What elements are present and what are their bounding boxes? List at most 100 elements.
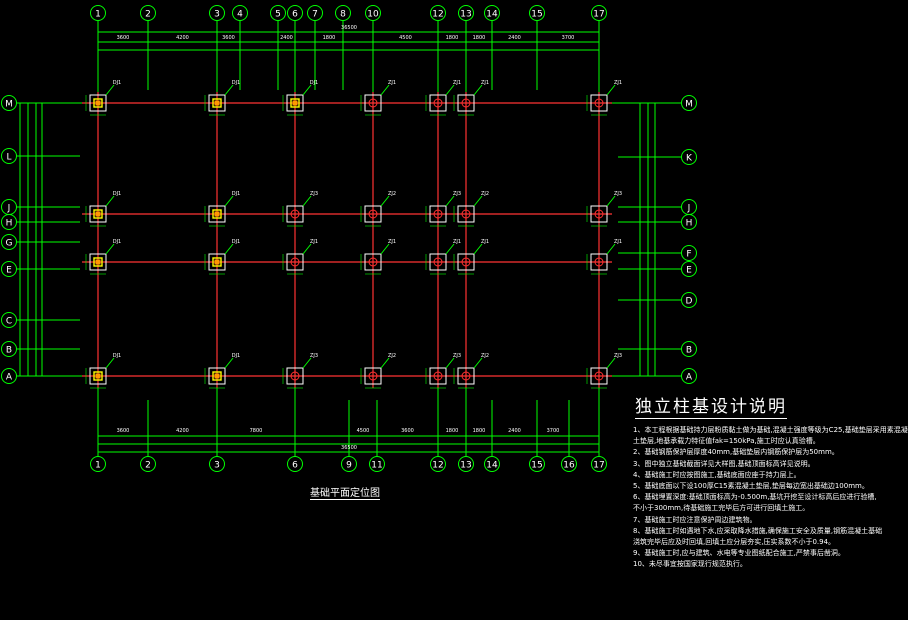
footing: [360, 357, 390, 389]
column-marker: [594, 209, 604, 219]
footing-tag: DJ1: [113, 80, 122, 86]
footing-outline: [429, 253, 447, 271]
dim-text-bottom: 1800: [473, 428, 486, 434]
axis-label-right: K: [686, 154, 693, 164]
dim-text-bottom: 4500: [357, 428, 370, 434]
axis-bubble-right: [681, 95, 697, 111]
column-marker: [368, 257, 378, 267]
footing-outline: [364, 367, 382, 385]
column-core: [95, 100, 101, 106]
dim-text-top: 1800: [323, 35, 336, 41]
axis-bubble-bottom: [484, 456, 500, 472]
footing-tag: DJ1: [232, 239, 241, 245]
footing: [586, 195, 616, 227]
dim-text-top: 2400: [280, 35, 293, 41]
column-marker: [290, 257, 300, 267]
dim-text-bottom: 7800: [250, 428, 263, 434]
leader-line: [302, 243, 312, 255]
column-marker: [461, 209, 471, 219]
footing-tag: ZJ2: [388, 353, 396, 359]
footing-outline: [364, 253, 382, 271]
footing-outline: [208, 94, 226, 112]
axis-bubble-bottom: [341, 456, 357, 472]
axis-label-left: B: [6, 346, 12, 356]
axis-label-top: 6: [292, 10, 298, 20]
column-core: [214, 373, 220, 379]
footing-tag: ZJ3: [310, 353, 318, 359]
column-outline: [212, 257, 222, 267]
column-outline: [93, 209, 103, 219]
axis-label-right: D: [686, 297, 693, 307]
column-marker: [461, 98, 471, 108]
dim-text-top: 3700: [562, 35, 575, 41]
column-marker: [368, 371, 378, 381]
footing-outline: [286, 253, 304, 271]
footing-outline: [429, 367, 447, 385]
footing: [282, 84, 312, 116]
column-outline: [93, 257, 103, 267]
axis-bubble-right: [681, 214, 697, 230]
footing-tag: DJ1: [310, 80, 319, 86]
axis-bubble-left: [1, 95, 17, 111]
footing: [453, 195, 483, 227]
footing: [204, 243, 234, 275]
leader-line: [473, 84, 483, 96]
footing: [360, 84, 390, 116]
note-line: 4、基础施工时应按图施工,基础底面应座于持力层上。: [633, 470, 801, 479]
column-marker: [368, 209, 378, 219]
leader-line: [380, 243, 390, 255]
footing: [425, 84, 455, 116]
footing-outline: [89, 367, 107, 385]
axis-bubble-bottom: [458, 456, 474, 472]
footing: [204, 357, 234, 389]
column-marker: [290, 209, 300, 219]
axis-bubble-bottom: [529, 456, 545, 472]
dim-text-top: 1800: [473, 35, 486, 41]
footing-outline: [590, 205, 608, 223]
axis-bubble-left: [1, 214, 17, 230]
leader-line: [380, 357, 390, 369]
footing-tag: DJ1: [232, 80, 241, 86]
axis-bubble-top: [484, 5, 500, 21]
leader-line: [224, 243, 234, 255]
footing-tag: ZJ3: [614, 191, 622, 197]
axis-bubble-bottom: [140, 456, 156, 472]
footing-outline: [590, 253, 608, 271]
leader-line: [105, 195, 115, 207]
axis-label-right: A: [686, 373, 693, 383]
axis-label-top: 14: [486, 10, 498, 20]
footing-tag: ZJ1: [453, 239, 461, 245]
axis-label-bottom: 6: [292, 461, 298, 471]
footing-outline: [208, 205, 226, 223]
leader-line: [606, 84, 616, 96]
footing: [85, 357, 115, 389]
axis-label-bottom: 17: [593, 461, 604, 471]
footing-tag: DJ1: [232, 353, 241, 359]
design-notes: 独立柱基设计说明 1、本工程根据基础持力层粉质黏土做为基础,混凝土强度等级为C2…: [633, 392, 908, 571]
axis-bubble-left: [1, 312, 17, 328]
column-core: [214, 100, 220, 106]
axis-bubble-bottom: [430, 456, 446, 472]
axis-label-bottom: 16: [563, 461, 575, 471]
footing: [282, 357, 312, 389]
note-line: 6、基础埋置深度:基础顶面标高为-0.500m,基坑开挖至设计标高后应进行验槽,: [633, 493, 877, 502]
footing-tag: ZJ2: [388, 191, 396, 197]
footing-outline: [429, 205, 447, 223]
footing-outline: [286, 367, 304, 385]
axis-label-bottom: 14: [486, 461, 498, 471]
axis-label-top: 12: [432, 10, 443, 20]
axis-label-right: M: [685, 100, 693, 110]
footing-outline: [208, 367, 226, 385]
axis-bubble-bottom: [90, 456, 106, 472]
leader-line: [473, 357, 483, 369]
footing-outline: [286, 205, 304, 223]
column-marker: [594, 371, 604, 381]
footing: [85, 84, 115, 116]
footing: [204, 84, 234, 116]
footing-tag: ZJ1: [310, 239, 318, 245]
axis-label-left: L: [6, 153, 11, 163]
plan-title: 基础平面定位图: [310, 484, 380, 500]
leader-line: [473, 243, 483, 255]
footing: [282, 243, 312, 275]
note-line: 不小于300mm,待基础施工完毕后方可进行回填土施工。: [633, 504, 810, 513]
